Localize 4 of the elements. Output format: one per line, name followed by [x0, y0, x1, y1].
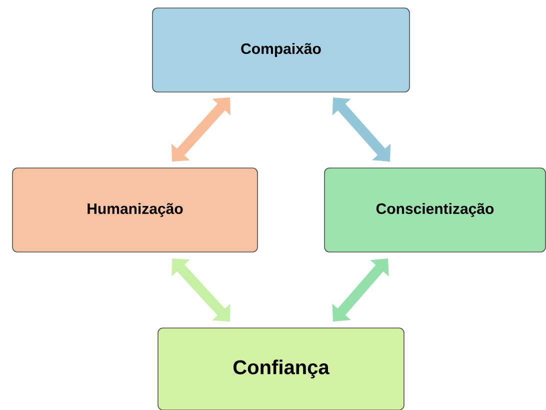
- process-box: Compaixão: [152, 8, 410, 92]
- process-box: Confiança: [158, 328, 404, 410]
- process-box: Conscientização: [324, 168, 546, 252]
- process-box: Humanização: [12, 168, 258, 252]
